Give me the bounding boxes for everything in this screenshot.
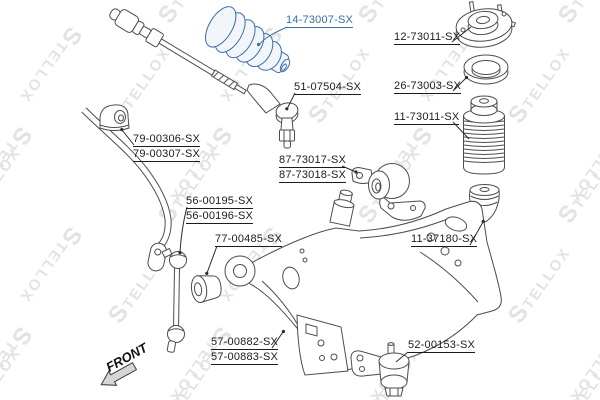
tie-rod-end-drawing — [246, 83, 299, 149]
front-arrow-icon — [100, 362, 138, 386]
watermark-text: STELLOX — [503, 40, 576, 129]
part-number-label-strut-mount: 12-73011-SX — [394, 31, 461, 45]
part-number-label-control-arm-b: 57-00883-SX — [211, 351, 279, 365]
strut-bearing-drawing — [463, 54, 509, 85]
part-number-label-stabilizer-link-b: 56-00196-SX — [186, 210, 254, 224]
control-arm-drawing — [224, 189, 502, 376]
stabilizer-bushing-drawing — [99, 104, 130, 131]
part-number-label-stabilizer-link-a: 56-00195-SX — [186, 195, 254, 209]
part-number-label-ball-joint: 52-00153-SX — [408, 339, 476, 353]
part-number-label-stabilizer-bushing-a: 79-00306-SX — [133, 133, 201, 147]
part-number-label-bump-stop: 11-37180-SX — [411, 233, 478, 247]
part-number-label-strut-dust-boot: 11-73011-SX — [394, 111, 460, 125]
steering-boot-drawing — [205, 6, 291, 74]
part-number-label-stabilizer-bushing-b: 79-00307-SX — [133, 148, 201, 162]
steering-rack-rod-drawing — [109, 8, 247, 95]
part-number-label-arm-rear-bushing-a: 87-73017-SX — [279, 154, 347, 168]
stabilizer-link-drawing — [161, 247, 187, 353]
watermark-text: STELLOX — [353, 0, 426, 28]
part-number-label-control-arm-a: 57-00882-SX — [211, 336, 279, 350]
front-direction-indicator: FRONT — [100, 339, 151, 386]
watermark-text: STELLOX — [503, 240, 576, 329]
stabilizer-bar-drawing — [81, 107, 172, 272]
part-number-label-strut-bearing: 26-73003-SX — [394, 80, 462, 94]
arm-front-bushing-drawing — [190, 275, 222, 304]
arm-rear-bushing-drawing — [351, 163, 426, 221]
watermark-text: STELLOX — [553, 0, 600, 28]
part-number-label-steering-boot[interactable]: 14-73007-SX — [286, 14, 354, 28]
part-number-label-arm-front-bushing: 77-00485-SX — [215, 233, 283, 247]
watermark-text: STELLOX — [14, 222, 87, 311]
strut-mount-drawing — [455, 1, 517, 48]
strut-dust-boot-drawing — [463, 95, 505, 175]
watermark-text: STELLOX — [0, 140, 26, 229]
part-number-label-arm-rear-bushing-b: 87-73018-SX — [279, 169, 347, 183]
watermark-text: STELLOX — [0, 0, 26, 28]
part-number-label-tie-rod-end: 51-07504-SX — [294, 81, 362, 95]
watermark-text: STELLOX — [14, 22, 87, 111]
